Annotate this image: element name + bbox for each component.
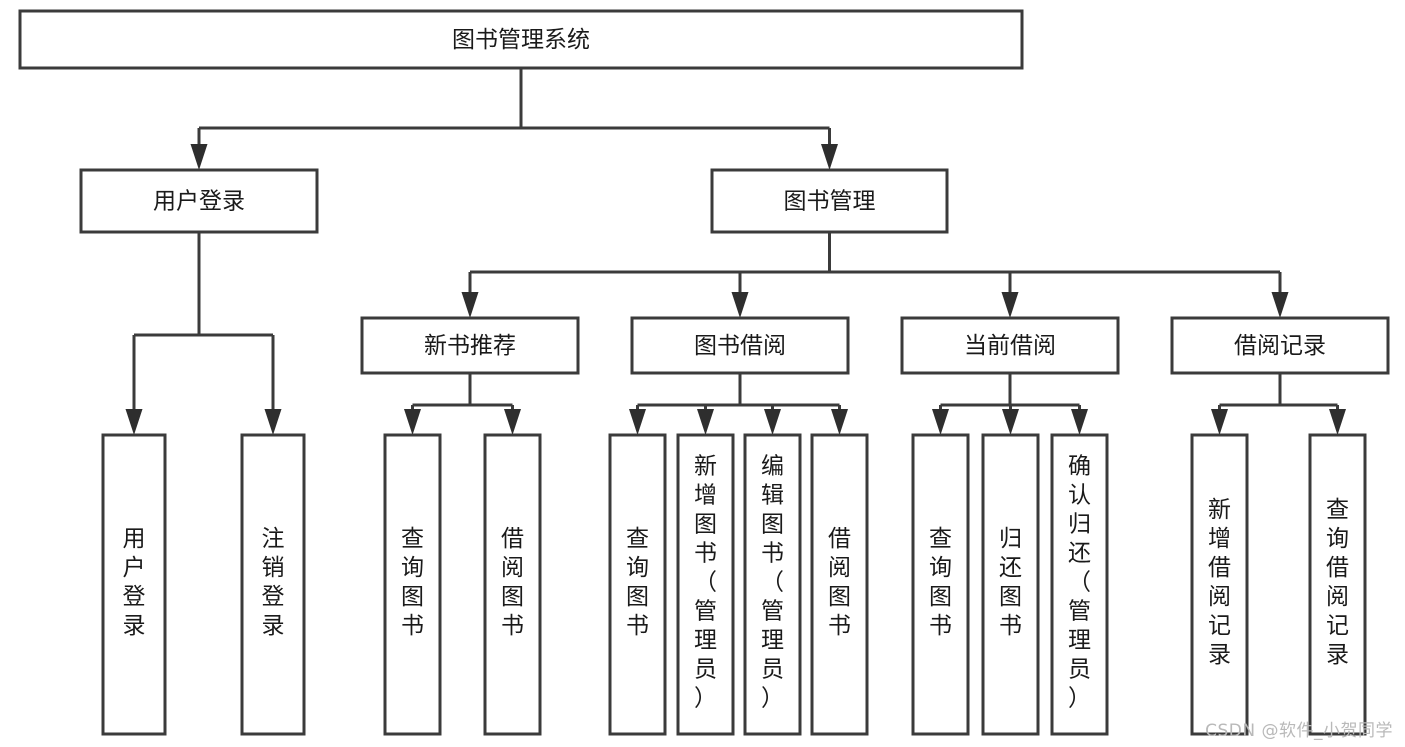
arrow-head-icon bbox=[1071, 409, 1088, 435]
node-box bbox=[1308, 433, 1367, 736]
arrow-head-icon bbox=[1329, 409, 1346, 435]
node-label: 新书推荐 bbox=[424, 333, 516, 359]
node-label: 归还图书 bbox=[999, 526, 1022, 639]
node-new-book-rec[interactable]: 新书推荐 bbox=[360, 316, 580, 375]
arrow-head-icon bbox=[831, 409, 848, 435]
arrow-head-icon bbox=[1271, 292, 1289, 318]
node-label: 查询图书 bbox=[626, 526, 649, 639]
connector-group-user-login bbox=[125, 232, 282, 435]
node-box bbox=[101, 433, 167, 736]
node-box bbox=[79, 168, 319, 234]
arrow-head-icon bbox=[821, 144, 838, 170]
node-box bbox=[1190, 433, 1249, 736]
node-label: 借阅图书 bbox=[828, 526, 851, 639]
connector-group-book-borrow bbox=[629, 373, 848, 435]
node-borrow-record[interactable]: 借阅记录 bbox=[1170, 316, 1390, 375]
node-leaf-edit-book[interactable]: 编辑图书（管理员） bbox=[743, 433, 802, 736]
node-label: 新增图书（管理员） bbox=[694, 454, 717, 712]
node-label: 查询图书 bbox=[401, 526, 424, 639]
node-label: 借阅图书 bbox=[501, 526, 524, 639]
node-box bbox=[1050, 433, 1109, 736]
node-book-borrow[interactable]: 图书借阅 bbox=[630, 316, 850, 375]
arrow-head-icon bbox=[404, 409, 421, 435]
connector-group-borrow-record bbox=[1211, 373, 1346, 435]
arrow-head-icon bbox=[125, 409, 143, 435]
node-box bbox=[608, 433, 667, 736]
connector-group-root bbox=[190, 68, 838, 170]
node-box bbox=[710, 168, 949, 234]
node-box bbox=[630, 316, 850, 375]
node-box bbox=[911, 433, 970, 736]
node-root[interactable]: 图书管理系统 bbox=[18, 9, 1024, 70]
node-label: 编辑图书（管理员） bbox=[761, 454, 784, 712]
node-label: 当前借阅 bbox=[964, 333, 1056, 359]
node-user-login[interactable]: 用户登录 bbox=[79, 168, 319, 234]
node-label: 用户登录 bbox=[153, 189, 245, 215]
node-label: 查询借阅记录 bbox=[1326, 497, 1349, 668]
node-leaf-confirm-return[interactable]: 确认归还（管理员） bbox=[1050, 433, 1109, 736]
node-box bbox=[383, 433, 442, 736]
arrow-head-icon bbox=[461, 292, 479, 318]
connector-group-book-manage bbox=[461, 232, 1289, 318]
node-box bbox=[900, 316, 1120, 375]
node-label: 用户登录 bbox=[123, 526, 146, 639]
node-label: 新增借阅记录 bbox=[1208, 497, 1231, 668]
node-box bbox=[483, 433, 542, 736]
node-leaf-query-book-borrow[interactable]: 查询图书 bbox=[608, 433, 667, 736]
connector-layer bbox=[125, 68, 1346, 435]
node-layer: 图书管理系统用户登录图书管理新书推荐图书借阅当前借阅借阅记录用户登录注销登录查询… bbox=[18, 9, 1390, 736]
arrow-head-icon bbox=[1002, 409, 1019, 435]
node-current-borrow[interactable]: 当前借阅 bbox=[900, 316, 1120, 375]
node-box bbox=[676, 433, 735, 736]
node-leaf-return-book[interactable]: 归还图书 bbox=[981, 433, 1040, 736]
arrow-head-icon bbox=[1001, 292, 1019, 318]
node-box bbox=[18, 9, 1024, 70]
node-leaf-add-book[interactable]: 新增图书（管理员） bbox=[676, 433, 735, 736]
arrow-head-icon bbox=[190, 144, 208, 170]
node-leaf-logout[interactable]: 注销登录 bbox=[240, 433, 306, 736]
node-leaf-user-login[interactable]: 用户登录 bbox=[101, 433, 167, 736]
node-label: 借阅记录 bbox=[1234, 333, 1326, 359]
node-label: 确认归还（管理员） bbox=[1068, 454, 1091, 712]
arrow-head-icon bbox=[504, 409, 521, 435]
node-box bbox=[240, 433, 306, 736]
node-box bbox=[810, 433, 869, 736]
node-label: 图书借阅 bbox=[694, 333, 786, 359]
node-leaf-borrow-book[interactable]: 借阅图书 bbox=[810, 433, 869, 736]
node-leaf-query-book-rec[interactable]: 查询图书 bbox=[383, 433, 442, 736]
node-box bbox=[360, 316, 580, 375]
node-label: 查询图书 bbox=[929, 526, 952, 639]
node-leaf-query-book-current[interactable]: 查询图书 bbox=[911, 433, 970, 736]
arrow-head-icon bbox=[264, 409, 282, 435]
arrow-head-icon bbox=[932, 409, 949, 435]
connector-group-current-borrow bbox=[932, 373, 1088, 435]
node-leaf-query-record[interactable]: 查询借阅记录 bbox=[1308, 433, 1367, 736]
connector-group-new-book-rec bbox=[404, 373, 521, 435]
node-label: 图书管理系统 bbox=[452, 27, 590, 53]
node-box bbox=[981, 433, 1040, 736]
node-leaf-add-record[interactable]: 新增借阅记录 bbox=[1190, 433, 1249, 736]
arrow-head-icon bbox=[1211, 409, 1228, 435]
node-box bbox=[1170, 316, 1390, 375]
node-label: 图书管理 bbox=[784, 189, 876, 215]
arrow-head-icon bbox=[629, 409, 646, 435]
arrow-head-icon bbox=[697, 409, 714, 435]
node-leaf-borrow-book-rec[interactable]: 借阅图书 bbox=[483, 433, 542, 736]
arrow-head-icon bbox=[731, 292, 749, 318]
node-box bbox=[743, 433, 802, 736]
arrow-head-icon bbox=[764, 409, 781, 435]
node-label: 注销登录 bbox=[262, 526, 285, 639]
node-book-manage[interactable]: 图书管理 bbox=[710, 168, 949, 234]
